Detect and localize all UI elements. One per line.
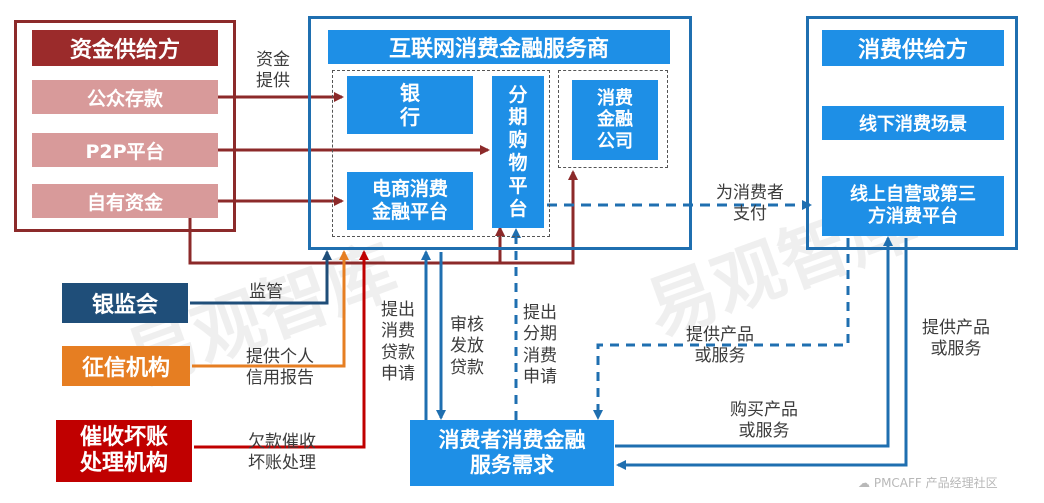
arrow-own-to-consumer-finance <box>188 170 578 265</box>
fund-supplier-title: 资金供给方 <box>32 30 218 66</box>
label-apply-installment: 提出 分期 消费 申请 <box>523 303 557 387</box>
consumer-demand-box: 消费者消费金融 服务需求 <box>410 420 614 486</box>
internet-provider-title: 互联网消费金融服务商 <box>328 30 670 64</box>
label-buy-product: 购买产品 或服务 <box>730 400 798 442</box>
ecommerce-finance-box: 电商消费 金融平台 <box>347 172 473 230</box>
label-approve-loan: 审核 发放 贷款 <box>450 315 484 378</box>
consumer-supply-frame <box>806 16 1018 250</box>
footer-watermark-text: PMCAFF 产品经理社区 <box>873 476 998 490</box>
fund-item-own: 自有资金 <box>32 184 218 218</box>
consumer-finance-company-box: 消费 金融 公司 <box>572 80 658 160</box>
label-fund-supply: 资金 提供 <box>256 50 290 92</box>
arrow-bad-debt <box>194 250 369 449</box>
finance-company-box <box>558 70 668 168</box>
arrow-buy-product <box>615 236 893 448</box>
installment-platform-box: 分 期 购 物 平 台 <box>492 76 544 228</box>
arrow-supervise <box>190 250 332 305</box>
arrow-provide-product-2 <box>616 238 908 470</box>
label-bad-debt: 欠款催收 坏账处理 <box>248 432 316 474</box>
fund-item-p2p: P2P平台 <box>32 133 218 167</box>
label-supervise: 监管 <box>249 282 283 302</box>
fund-item-deposit: 公众存款 <box>32 80 218 114</box>
fund-arrows <box>188 92 578 265</box>
fund-supplier-frame <box>14 20 236 232</box>
arrow-provide-product-1 <box>593 238 850 420</box>
internet-provider-frame <box>308 16 692 250</box>
platform-group-box <box>332 70 550 237</box>
label-apply-loan: 提出 消费 贷款 申请 <box>381 300 415 384</box>
online-platform-box: 线上自营或第三 方消费平台 <box>822 176 1004 236</box>
label-provide-product-1: 提供产品 或服务 <box>686 325 754 367</box>
arrow-credit-report <box>192 250 349 368</box>
footer-watermark: ☁ PMCAFF 产品经理社区 <box>858 474 998 491</box>
consumer-supply-title: 消费供给方 <box>822 30 1004 66</box>
label-provide-product-2: 提供产品 或服务 <box>922 318 990 360</box>
label-pay-for-consumer: 为消费者 支付 <box>716 183 784 225</box>
bank-box: 银 行 <box>347 76 473 134</box>
offline-scene-box: 线下消费场景 <box>822 106 1004 140</box>
footer-logo-icon: ☁ <box>858 476 874 490</box>
label-credit-report: 提供个人 信用报告 <box>246 347 314 389</box>
collection-agency-box: 催收坏账 处理机构 <box>56 420 192 482</box>
credit-agency-box: 征信机构 <box>62 346 190 386</box>
cbrc-box: 银监会 <box>62 283 188 323</box>
